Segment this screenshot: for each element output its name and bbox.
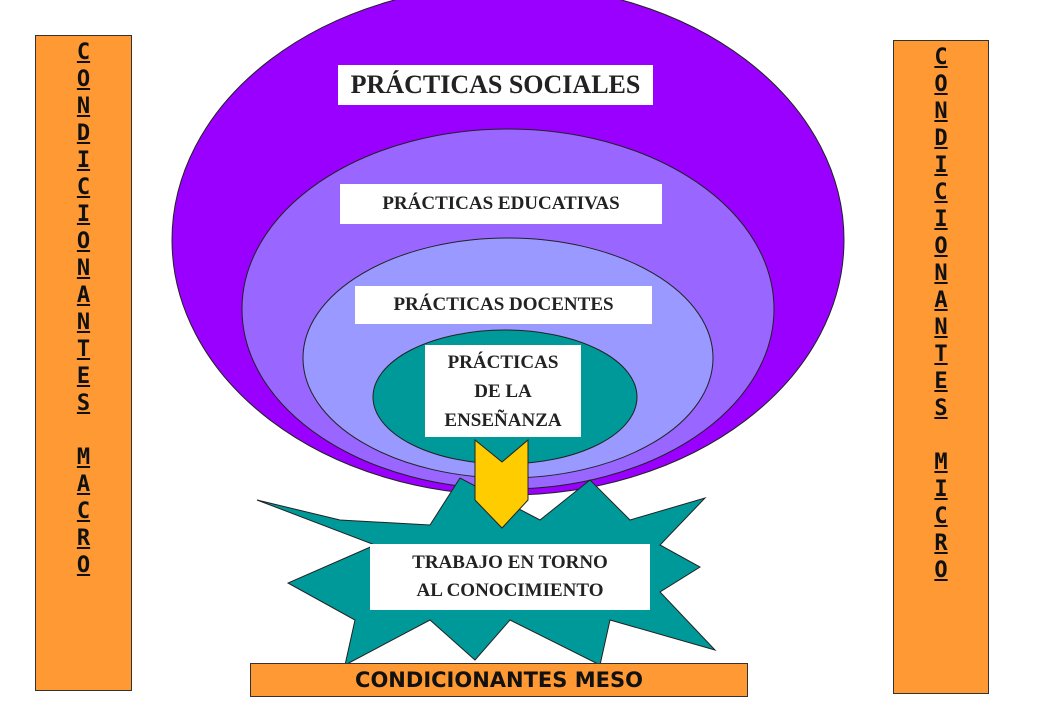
vertical-letter: C xyxy=(76,40,91,65)
vertical-letter: R xyxy=(76,526,91,551)
vertical-letter: O xyxy=(76,67,91,92)
label-practicas-ensenanza: PRÁCTICAS DE LA ENSEÑANZA xyxy=(425,345,581,437)
vertical-letter: N xyxy=(934,99,948,124)
vertical-letter: I xyxy=(934,207,948,232)
label-practicas-sociales: PRÁCTICAS SOCIALES xyxy=(338,65,653,105)
vertical-letter: T xyxy=(934,342,948,367)
vertical-letter: T xyxy=(76,337,91,362)
vertical-letter: O xyxy=(934,72,948,97)
vertical-letter: C xyxy=(76,175,91,200)
vertical-letter: D xyxy=(76,121,91,146)
vertical-letter: D xyxy=(934,126,948,151)
vertical-letter: I xyxy=(76,202,91,227)
vertical-letter: N xyxy=(934,261,948,286)
vertical-letter: N xyxy=(934,315,948,340)
vertical-letter: N xyxy=(76,310,91,335)
vertical-letter: N xyxy=(76,94,91,119)
vertical-letter: A xyxy=(934,288,948,313)
vertical-letter: M xyxy=(934,450,948,475)
vertical-letter: C xyxy=(934,180,948,205)
vertical-letter: C xyxy=(76,499,91,524)
vertical-letter: S xyxy=(934,396,948,421)
vertical-letter: A xyxy=(76,472,91,497)
vertical-letter: E xyxy=(934,369,948,394)
vertical-letter: N xyxy=(76,256,91,281)
vertical-letter: S xyxy=(76,391,91,416)
label-practicas-educativas: PRÁCTICAS EDUCATIVAS xyxy=(340,184,662,224)
vertical-letter: I xyxy=(934,153,948,178)
label-practicas-docentes: PRÁCTICAS DOCENTES xyxy=(355,286,652,324)
vertical-letter: O xyxy=(76,553,91,578)
arrow-down xyxy=(474,438,529,529)
vertical-letter: O xyxy=(934,558,948,583)
vertical-letter: E xyxy=(76,364,91,389)
vertical-letter: O xyxy=(76,229,91,254)
vertical-letter: C xyxy=(934,504,948,529)
condicionantes-meso-bar: CONDICIONANTES MESO xyxy=(250,663,748,697)
vertical-letter: I xyxy=(934,477,948,502)
vertical-letter: I xyxy=(76,148,91,173)
vertical-letter: C xyxy=(934,45,948,70)
vertical-letter: R xyxy=(934,531,948,556)
vertical-letter: A xyxy=(76,283,91,308)
vertical-letter: O xyxy=(934,234,948,259)
vertical-letter: M xyxy=(76,445,91,470)
label-trabajo-conocimiento: TRABAJO EN TORNO AL CONOCIMIENTO xyxy=(370,544,650,610)
